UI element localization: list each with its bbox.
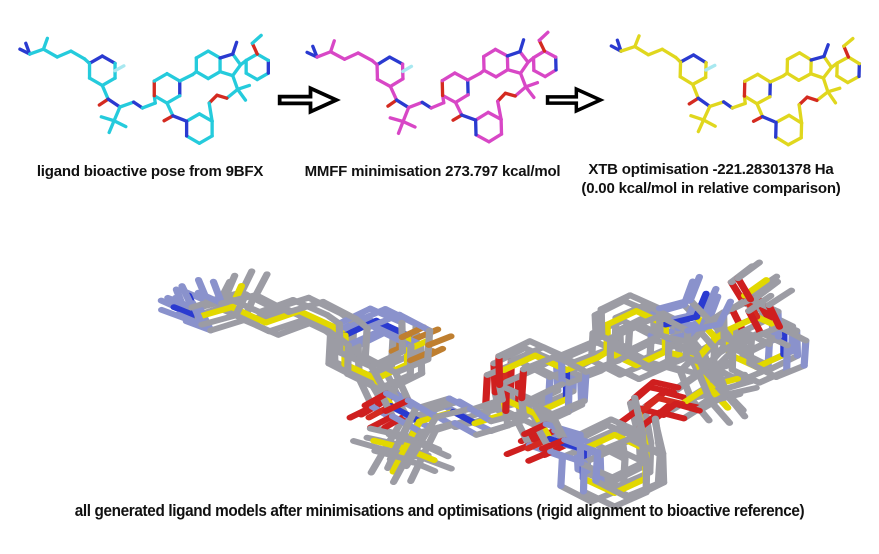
caption-overlay-ensemble: all generated ligand models after minimi… <box>74 501 805 520</box>
caption-mmff-minimisation: MMFF minimisation 273.797 kcal/mol <box>304 163 561 180</box>
overlay-ensemble-molecules <box>150 260 811 511</box>
molecule-bioactive-cyan <box>19 34 269 144</box>
caption-xtb-optimisation: XTB optimisation -221.28301378 Ha (0.00 … <box>556 160 866 198</box>
molecule-skeleton <box>19 34 269 144</box>
caption-xtb-line-1: XTB optimisation -221.28301378 Ha <box>588 161 834 178</box>
molecule-skeleton <box>608 31 861 148</box>
molecule-mmff-magenta <box>306 31 559 147</box>
caption-xtb-line-2: (0.00 kcal/mol in relative comparison) <box>581 180 841 197</box>
molecule-skeleton <box>306 31 559 147</box>
workflow-arrow-2-icon <box>545 86 605 114</box>
caption-bioactive-pose: ligand bioactive pose from 9BFX <box>36 163 264 180</box>
molecule-xtb-yellow <box>608 31 861 148</box>
workflow-arrow-1-icon <box>277 85 341 115</box>
